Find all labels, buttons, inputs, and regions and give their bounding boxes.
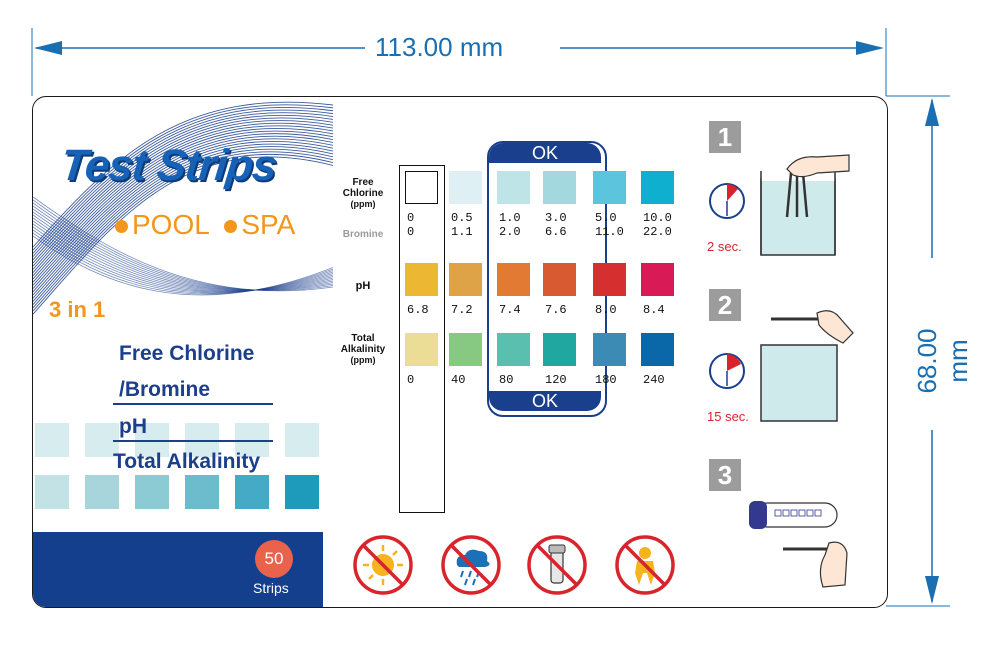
no-children-icon	[615, 535, 675, 595]
bullet-dot	[115, 220, 128, 234]
chlorine-value: 5.0	[595, 211, 617, 225]
divider-line	[113, 403, 273, 405]
decorative-square	[185, 475, 219, 509]
strip-outline	[399, 165, 445, 513]
bromine-value: 2.0	[499, 225, 521, 239]
label-bromine: Bromine	[342, 229, 384, 240]
alkalinity-value: 80	[499, 373, 514, 387]
count-unit: Strips	[253, 580, 289, 596]
timer-icon	[709, 353, 745, 389]
chlorine-color-swatch	[543, 171, 576, 204]
timer-icon	[709, 183, 745, 219]
alkalinity-color-swatch	[497, 333, 530, 366]
step-1-duration: 2 sec.	[707, 239, 742, 254]
bottom-banner: 50 Strips	[33, 532, 323, 607]
decorative-square	[35, 475, 69, 509]
count-badge: 50	[255, 540, 293, 578]
label-line: (ppm)	[350, 355, 376, 365]
ph-value: 7.6	[545, 303, 567, 317]
pool-spa-label: POOL SPA	[115, 209, 295, 241]
cup-dip-icon	[760, 154, 850, 256]
pool-label: POOL	[132, 209, 209, 240]
chlorine-value: 0.5	[451, 211, 473, 225]
chlorine-value: 10.0	[643, 211, 672, 225]
bromine-value: 1.1	[451, 225, 473, 239]
ph-color-swatch	[593, 263, 626, 296]
ph-value: 7.2	[451, 303, 473, 317]
spa-label: SPA	[241, 209, 296, 240]
width-dimension-label: 113.00 mm	[375, 32, 504, 62]
chlorine-value: 3.0	[545, 211, 567, 225]
alkalinity-color-swatch	[641, 333, 674, 366]
bromine-value: 6.6	[545, 225, 567, 239]
label-line: Total	[351, 333, 375, 344]
chlorine-value: 1.0	[499, 211, 521, 225]
decorative-square	[285, 423, 319, 457]
vial-compare-icon	[749, 501, 848, 588]
chlorine-color-swatch	[593, 171, 626, 204]
height-dimension-label: 68.00 mm	[912, 328, 973, 394]
param-free-chlorine: Free Chlorine	[119, 342, 255, 365]
no-sunlight-icon	[353, 535, 413, 595]
chlorine-color-swatch	[449, 171, 482, 204]
divider-line	[113, 440, 273, 442]
decorative-square	[35, 423, 69, 457]
ph-color-swatch	[641, 263, 674, 296]
alkalinity-value: 180	[595, 373, 617, 387]
step-1-number: 1	[709, 121, 741, 153]
ph-value: 6.8	[407, 303, 429, 317]
param-total-alkalinity: Total Alkalinity	[113, 450, 261, 473]
chlorine-value: 0	[407, 211, 415, 225]
bullet-dot	[224, 220, 238, 234]
decorative-square	[285, 475, 319, 509]
alkalinity-color-swatch	[593, 333, 626, 366]
decorative-square	[135, 475, 169, 509]
alkalinity-color-swatch	[449, 333, 482, 366]
ph-color-swatch	[497, 263, 530, 296]
alkalinity-color-swatch	[543, 333, 576, 366]
label-line: (ppm)	[350, 199, 376, 209]
label-line: Free	[352, 177, 374, 188]
bromine-value: 0	[407, 225, 415, 239]
no-moisture-icon	[441, 535, 501, 595]
alkalinity-value: 40	[451, 373, 466, 387]
test-strip-card: Test Strips POOL SPA 3 in 1 Free Chlorin…	[32, 96, 888, 608]
three-in-one-label: 3 in 1	[49, 297, 106, 322]
chlorine-color-swatch	[497, 171, 530, 204]
chlorine-color-swatch	[641, 171, 674, 204]
decorative-square	[85, 475, 119, 509]
chlorine-color-swatch	[405, 171, 438, 204]
product-title: Test Strips	[58, 141, 279, 190]
step-2-duration: 15 sec.	[707, 409, 749, 424]
ph-color-swatch	[405, 263, 438, 296]
cup-wipe-icon	[760, 310, 854, 422]
alkalinity-value: 0	[407, 373, 415, 387]
step-2-number: 2	[709, 289, 741, 321]
alkalinity-color-swatch	[405, 333, 438, 366]
ph-color-swatch	[449, 263, 482, 296]
param-bromine: /Bromine	[119, 378, 211, 401]
no-bottle-icon	[527, 535, 587, 595]
ph-value: 8.0	[595, 303, 617, 317]
label-free-chlorine: Free Chlorine (ppm)	[331, 177, 395, 210]
alkalinity-value: 120	[545, 373, 567, 387]
ok-label-bottom: OK	[489, 391, 601, 411]
label-line: Alkalinity	[340, 344, 386, 355]
bromine-value: 11.0	[595, 225, 624, 239]
label-line: Chlorine	[342, 188, 384, 199]
bromine-value: 22.0	[643, 225, 672, 239]
label-ph: pH	[355, 280, 371, 292]
ok-label-top: OK	[489, 143, 601, 163]
decorative-square	[235, 475, 269, 509]
ph-value: 7.4	[499, 303, 521, 317]
ph-color-swatch	[543, 263, 576, 296]
ph-value: 8.4	[643, 303, 665, 317]
alkalinity-value: 240	[643, 373, 665, 387]
wave-decoration	[33, 101, 333, 315]
step-3-number: 3	[709, 459, 741, 491]
label-total-alkalinity: Total Alkalinity (ppm)	[331, 333, 395, 366]
param-ph: pH	[119, 415, 147, 438]
